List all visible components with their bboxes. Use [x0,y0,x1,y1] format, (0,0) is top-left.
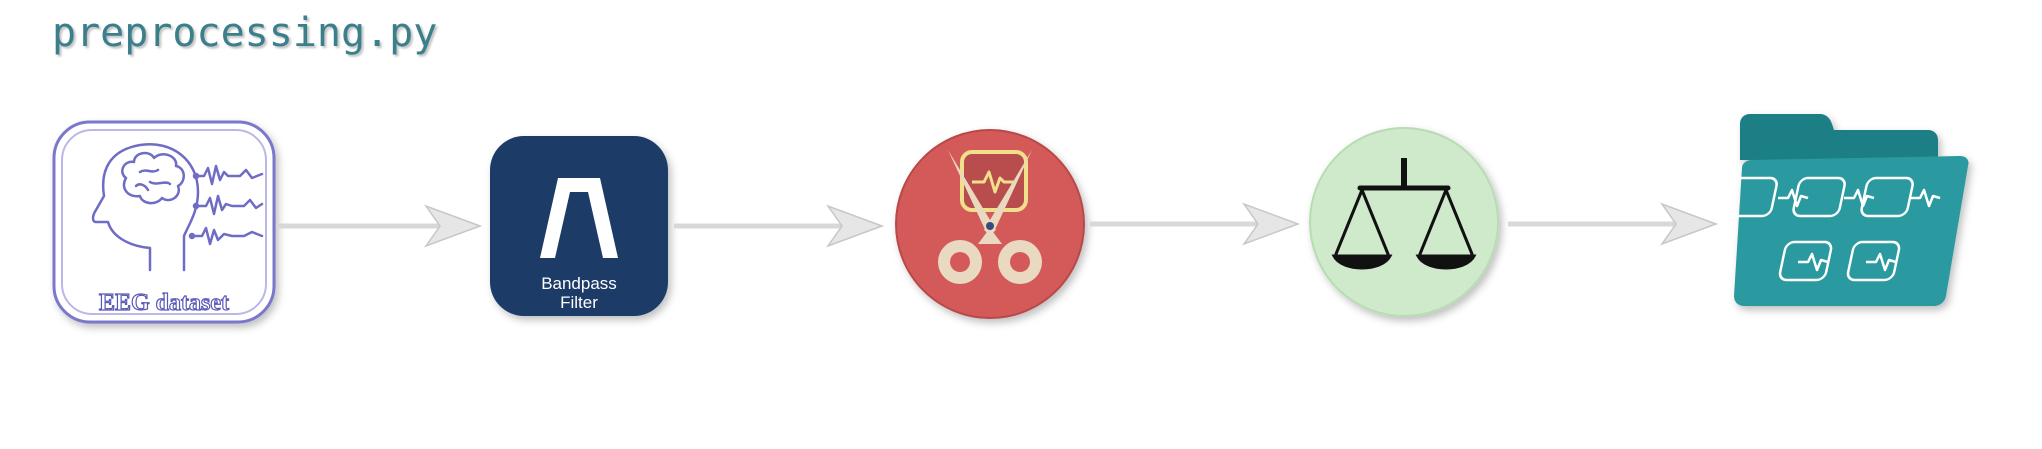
eeg-head-icon [91,142,264,272]
eeg-dataset-label: EEG dataset [99,290,229,316]
arrow-1 [276,204,483,248]
balance-scale-icon [1331,158,1477,270]
arrow-2 [674,204,885,248]
bandpass-filter-node [490,136,668,316]
scissors-signal-icon [938,150,1042,284]
bandpass-filter-icon [540,178,618,258]
arrow-3 [1090,202,1301,246]
page-title: preprocessing.py [52,10,438,56]
arrow-4 [1508,202,1719,246]
bandpass-label-line2: Filter [560,293,598,312]
balancing-node [1309,127,1499,317]
folder-signals-icon [1724,176,1941,282]
output-folder-node [1734,114,1969,306]
bandpass-label-line1: Bandpass [541,274,617,293]
